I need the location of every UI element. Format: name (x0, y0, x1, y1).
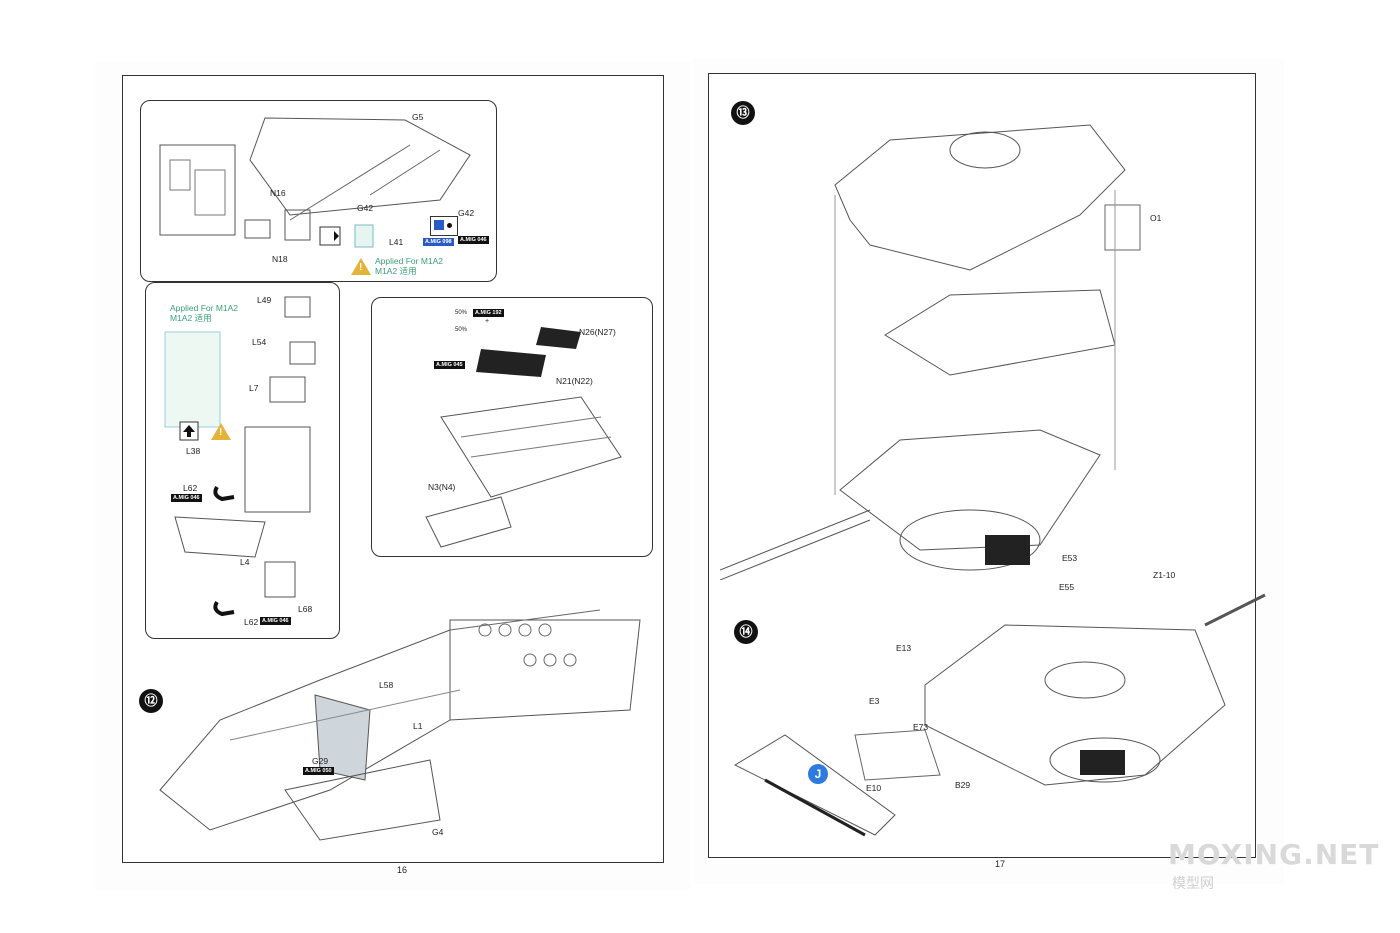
side-note-applied-m1a2: Applied For M1A2 M1A2 适用 (170, 303, 238, 323)
part-label-e10: E10 (866, 783, 882, 793)
part-label-g42: G42 (357, 203, 374, 213)
note-applied-m1a2: Applied For M1A2 M1A2 适用 (375, 256, 443, 276)
step-14-assembly-drawing (733, 593, 1266, 837)
plus-label: + (485, 318, 490, 325)
part-label-l38: L38 (186, 446, 201, 456)
part-label-n26: N26(N27) (579, 327, 616, 337)
part-label-e55: E55 (1059, 582, 1075, 592)
part-label-l62: L62 (183, 483, 198, 493)
part-label-g5: G5 (412, 112, 424, 122)
part-label-n18: N18 (272, 254, 288, 264)
note-text-cn: M1A2 适用 (170, 313, 212, 323)
part-label-l1: L1 (413, 721, 423, 731)
paint-chip-icon (430, 216, 458, 236)
warning-icon: ! (211, 423, 231, 440)
paint-code: A.MIG 192 (473, 309, 504, 317)
top-callout-box (140, 100, 497, 282)
part-label-l62-b: L62 (244, 617, 259, 627)
step-12-assembly-drawing (159, 609, 641, 841)
marker-j-icon: J (808, 764, 828, 784)
part-label-e73: E73 (913, 722, 929, 732)
watermark-text: MOXING.NET (1168, 838, 1380, 871)
part-label-l49: L49 (257, 295, 272, 305)
page-number-left: 16 (397, 865, 408, 875)
ratio-label: 50% (455, 327, 468, 333)
watermark-subtext: 模型网 (1172, 876, 1214, 892)
note-text: Applied For M1A2 (170, 303, 239, 313)
part-label-g29: G29 (312, 756, 329, 766)
paint-code: A.MIG 045 (434, 361, 465, 369)
step-13-assembly-drawing (720, 124, 1141, 580)
paint-code: A.MIG 046 (260, 617, 291, 625)
page-number-right: 17 (995, 859, 1006, 869)
paint-code: A.MIG 098 (423, 238, 454, 246)
part-label-e13: E13 (896, 643, 912, 653)
note-text-cn: M1A2 适用 (375, 266, 417, 276)
rack-callout-box (371, 297, 653, 557)
paint-code: A.MIG 046 (171, 494, 202, 502)
rack-callout-drawing (425, 327, 622, 548)
part-label-b29: B29 (955, 780, 971, 790)
step-14-marker: ⑭ (734, 620, 758, 644)
part-label-l68: L68 (298, 604, 313, 614)
part-label-g4: G4 (432, 827, 444, 837)
step-12-marker: ⑫ (139, 689, 163, 713)
part-label-l54: L54 (252, 337, 267, 347)
right-page-frame (708, 73, 1256, 858)
part-label-n21: N21(N22) (556, 376, 593, 386)
part-label-z1-10: Z1-10 (1153, 570, 1176, 580)
part-label-l4: L4 (240, 557, 250, 567)
paint-code: A.MIG 046 (458, 236, 489, 244)
side-callout-drawing (164, 296, 316, 617)
top-callout-drawing (159, 117, 471, 248)
ratio-label: 50% (455, 310, 468, 316)
part-label-e53: E53 (1062, 553, 1078, 563)
note-text: Applied For M1A2 (375, 256, 444, 266)
part-label-l41: L41 (389, 237, 404, 247)
part-label-g42-b: G42 (458, 208, 475, 218)
part-label-l58: L58 (379, 680, 394, 690)
part-label-n16: N16 (270, 188, 286, 198)
warning-icon: ! (351, 258, 371, 275)
part-label-n3: N3(N4) (428, 482, 456, 492)
part-label-e3: E3 (869, 696, 880, 706)
step-13-marker: ⑬ (731, 101, 755, 125)
part-label-l7: L7 (249, 383, 259, 393)
paint-code: A.MIG 050 (303, 767, 334, 775)
part-label-o1: O1 (1150, 213, 1162, 223)
